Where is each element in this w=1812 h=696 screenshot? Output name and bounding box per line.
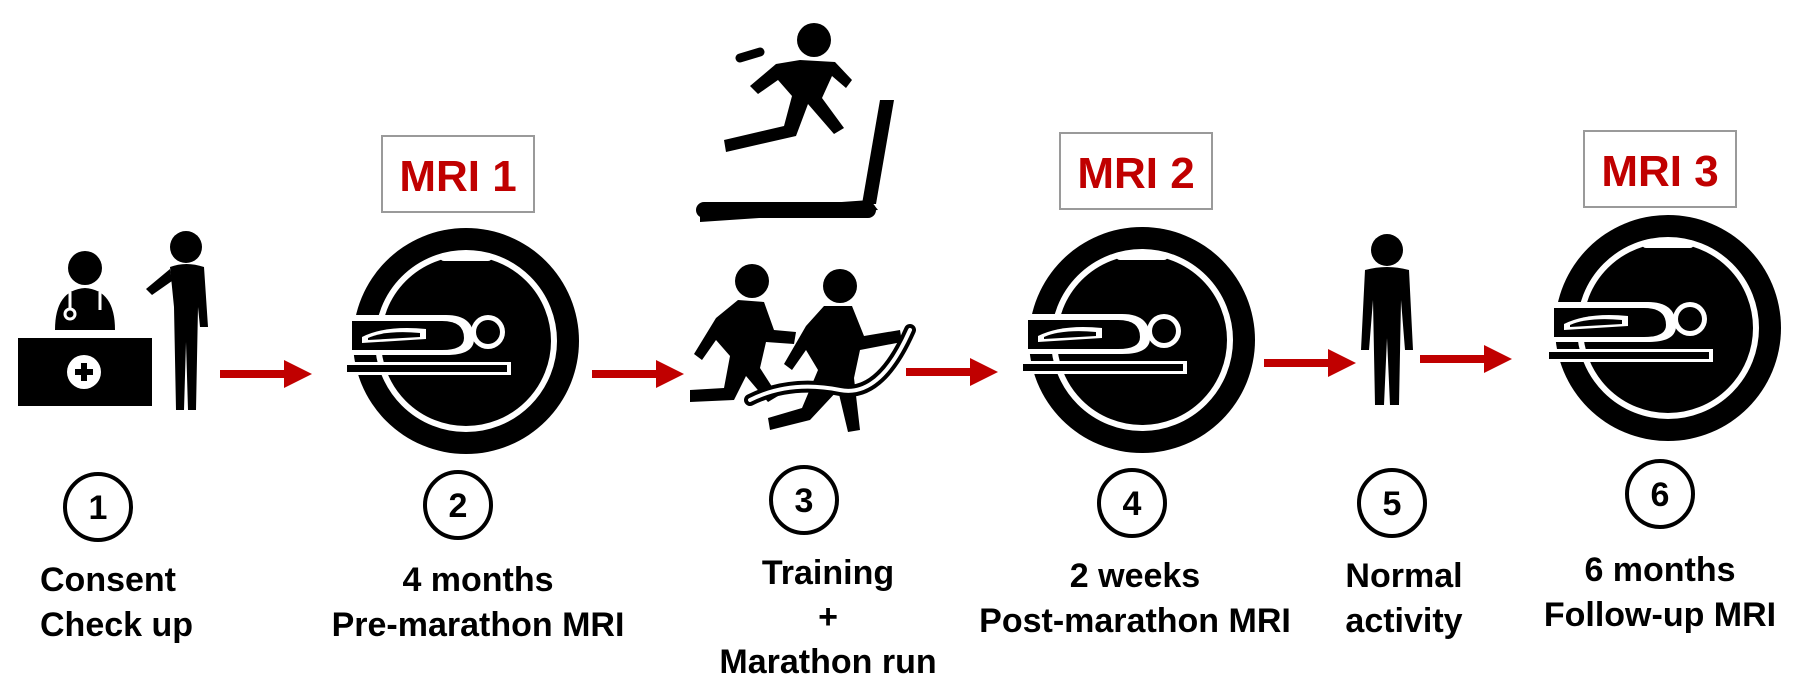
step-number-badge: 1 bbox=[63, 472, 133, 542]
step-number-badge: 4 bbox=[1097, 468, 1167, 538]
step-number: 6 bbox=[1651, 476, 1670, 514]
step-caption-line: 2 weeks bbox=[1070, 557, 1200, 595]
mri-scanner-icon bbox=[1545, 215, 1781, 441]
step-caption-line: Marathon run bbox=[719, 643, 936, 681]
step-caption-line: Normal bbox=[1345, 557, 1462, 595]
step-number: 3 bbox=[795, 482, 814, 520]
step-caption-line: 6 months bbox=[1584, 551, 1735, 589]
step-number-badge: 3 bbox=[769, 465, 839, 535]
mri-scanner-icon bbox=[1019, 227, 1255, 453]
step-caption-line: + bbox=[818, 598, 838, 636]
step-caption-line: Post-marathon MRI bbox=[979, 602, 1291, 640]
mri-scanner-icon bbox=[343, 228, 579, 454]
arrow-right-icon bbox=[220, 360, 312, 388]
treadmill-runner-icon bbox=[696, 23, 894, 222]
step-caption-line: Check up bbox=[40, 606, 193, 644]
person-icon bbox=[1361, 234, 1413, 405]
mri-label-box: MRI 2 bbox=[1059, 132, 1213, 210]
mri-label-box: MRI 1 bbox=[381, 135, 535, 213]
step-caption-line: activity bbox=[1345, 602, 1462, 640]
step-caption-line: Follow-up MRI bbox=[1544, 596, 1776, 634]
step-caption-line: Consent bbox=[40, 561, 176, 599]
mri-label: MRI 3 bbox=[1601, 147, 1718, 196]
arrow-right-icon bbox=[906, 358, 998, 386]
doctor-desk-icon bbox=[18, 251, 152, 406]
person-icon bbox=[146, 231, 208, 410]
step-caption-line: 4 months bbox=[402, 561, 553, 599]
arrow-right-icon bbox=[1264, 349, 1356, 377]
step-number: 5 bbox=[1383, 485, 1402, 523]
step-caption-line: Pre-marathon MRI bbox=[332, 606, 625, 644]
marathon-runners-icon bbox=[690, 264, 916, 432]
step-number-badge: 5 bbox=[1357, 468, 1427, 538]
mri-label-box: MRI 3 bbox=[1583, 130, 1737, 208]
mri-label: MRI 2 bbox=[1077, 149, 1194, 198]
step-number: 1 bbox=[89, 489, 108, 527]
arrow-right-icon bbox=[592, 360, 684, 388]
mri-label: MRI 1 bbox=[399, 152, 516, 201]
step-number: 2 bbox=[449, 487, 468, 525]
step-number: 4 bbox=[1123, 485, 1142, 523]
step-caption-line: Training bbox=[762, 554, 894, 592]
arrow-right-icon bbox=[1420, 345, 1512, 373]
step-number-badge: 6 bbox=[1625, 459, 1695, 529]
step-number-badge: 2 bbox=[423, 470, 493, 540]
